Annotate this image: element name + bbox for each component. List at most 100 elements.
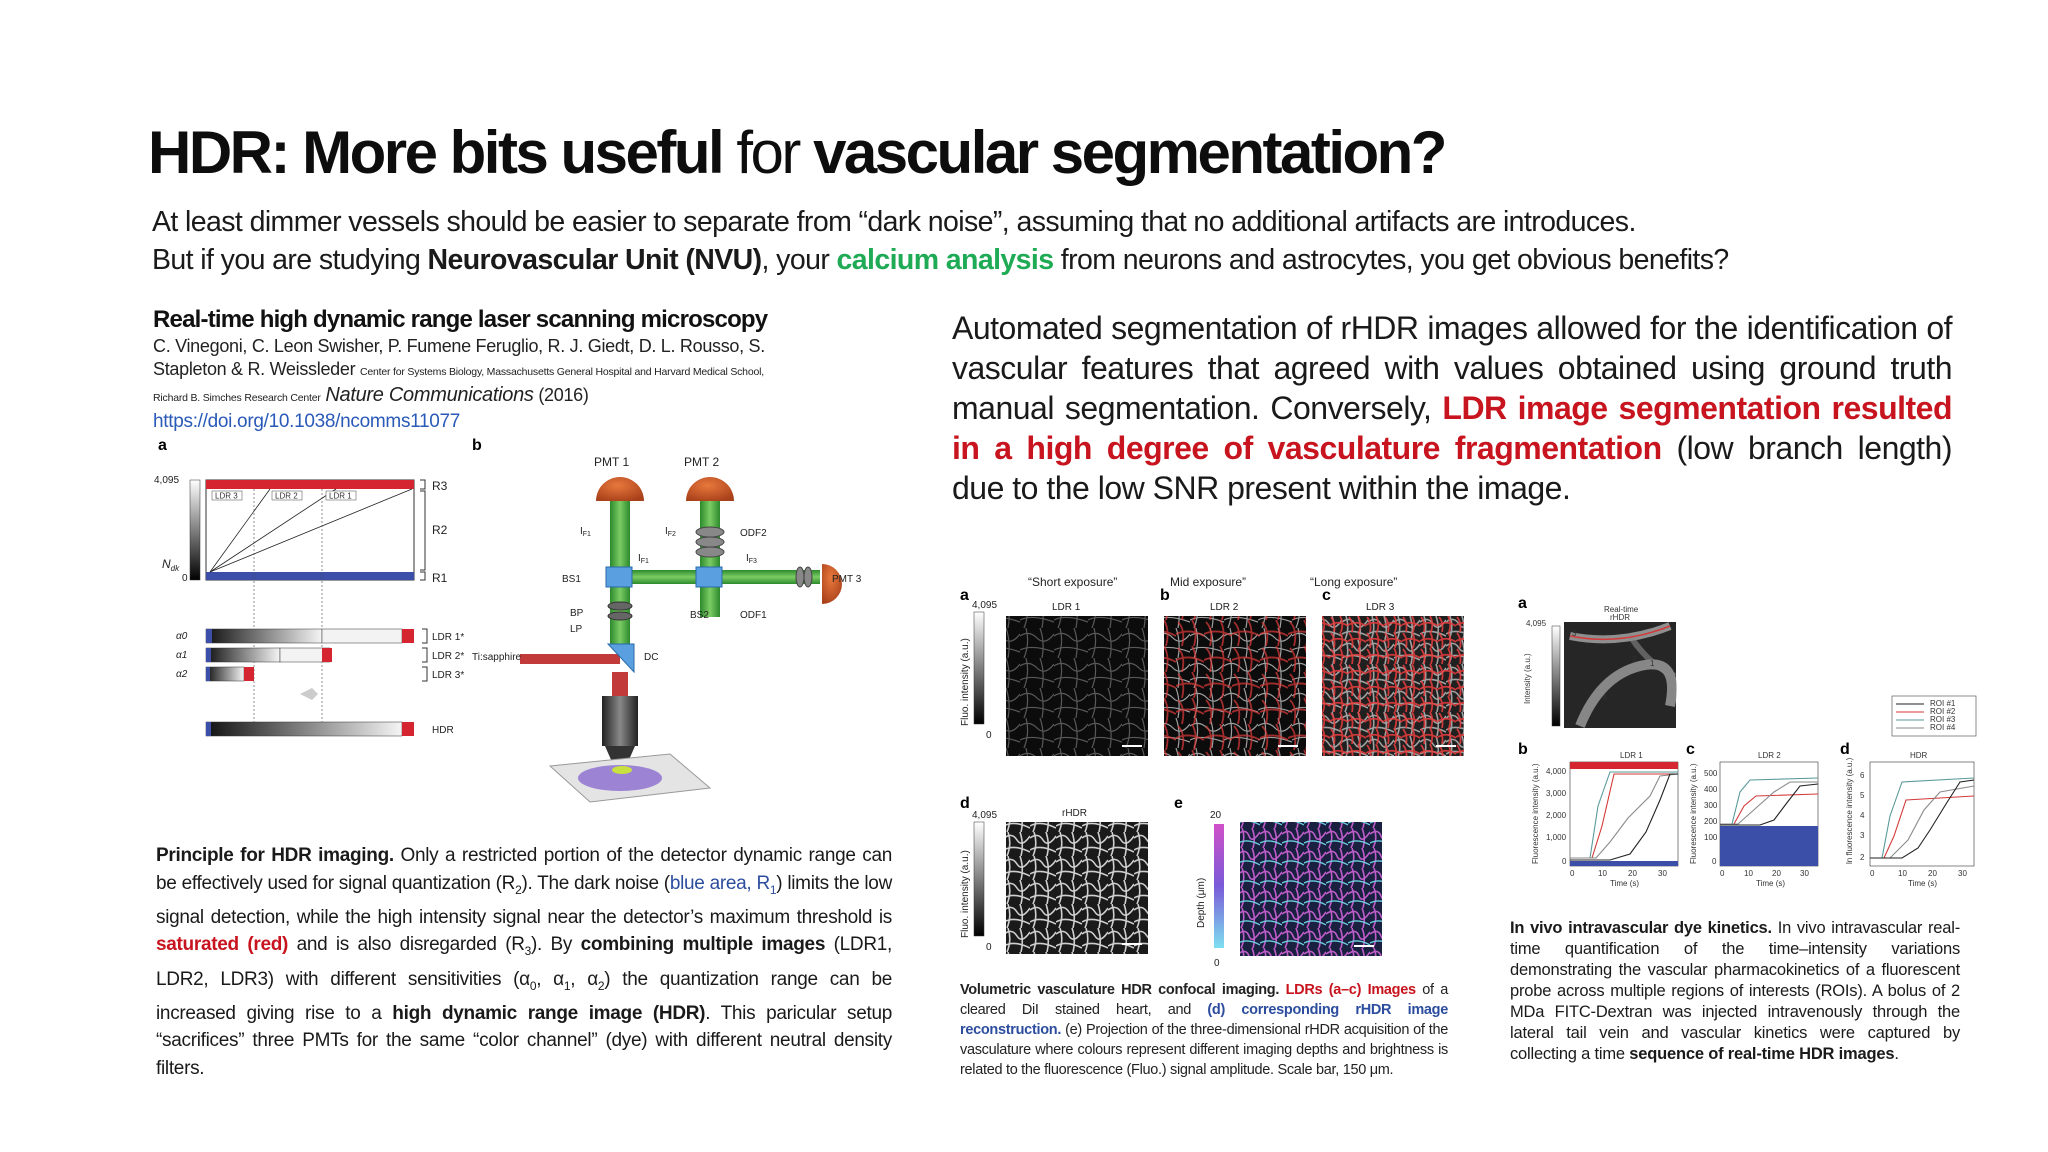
roi-legend: ROI #1 ROI #2 ROI #3 ROI #4 bbox=[1891, 695, 1977, 737]
depth-min-label: 0 bbox=[1214, 958, 1220, 969]
c-ytick: 200 bbox=[1704, 817, 1718, 826]
reference-doi-link[interactable]: https://doi.org/10.1038/ncomms11077 bbox=[153, 411, 461, 432]
quote-text-2: (low branch length) due to the low SNR p… bbox=[952, 430, 1953, 506]
caption-text: , α bbox=[536, 968, 564, 990]
title-part-2: for bbox=[722, 119, 814, 186]
fluo-scale-bottom bbox=[973, 821, 985, 937]
reference-journal-line: Richard B. Simches Research Center Natur… bbox=[153, 384, 883, 410]
caption-sub: 1 bbox=[563, 978, 571, 993]
subtitle-line-1: At least dimmer vessels should be easier… bbox=[152, 206, 1636, 238]
subtitle-line-2: But if you are studying Neurovascular Un… bbox=[152, 241, 1729, 279]
dc-mirror bbox=[606, 643, 635, 674]
ldr1-kinetics-chart: LDR 1 4,000 3,000 2,000 1,000 0 0 10 20 … bbox=[1531, 751, 1679, 888]
panel-a-letter: a bbox=[960, 587, 969, 604]
pmt2-detector bbox=[686, 477, 734, 501]
reference-journal: Nature Communications bbox=[325, 384, 534, 406]
depth-projection-image bbox=[1240, 822, 1382, 956]
ldr1-label: LDR 1 bbox=[329, 492, 352, 501]
d-xtick: 20 bbox=[1928, 869, 1937, 878]
scale-max-label: 4,095 bbox=[154, 475, 179, 486]
caption-text: In vivo intravascular real-time quantifi… bbox=[1510, 919, 1960, 1063]
hdr-bar-label: HDR bbox=[432, 725, 454, 736]
d-xlabel: Time (s) bbox=[1908, 879, 1937, 888]
saturation-band bbox=[206, 480, 414, 489]
ldr1-bar bbox=[205, 628, 323, 644]
alpha1-label: α1 bbox=[176, 650, 187, 661]
fluo-zero-top: 0 bbox=[986, 730, 992, 741]
pmt3-detector bbox=[822, 564, 842, 604]
ldr1-image bbox=[1006, 616, 1148, 756]
c-xlabel: Time (s) bbox=[1756, 879, 1785, 888]
ldr2-image bbox=[1164, 616, 1306, 756]
hdr-kinetics-chart: HDR 6 5 4 3 2 0 10 20 30 Time (s) ln flu… bbox=[1845, 751, 1975, 888]
scale-zero-label: 0 bbox=[182, 573, 188, 584]
roi-2-number: 2 bbox=[1632, 655, 1637, 664]
d-ytick: 2 bbox=[1860, 853, 1865, 862]
panel-a-letter: a bbox=[158, 437, 167, 454]
rhdr-title: rHDR bbox=[1062, 808, 1087, 819]
fluo-ylabel-bottom: Fluo. intensity (a.u.) bbox=[960, 850, 971, 938]
dye-kinetics-caption: In vivo intravascular dye kinetics. In v… bbox=[1510, 918, 1960, 1065]
caption-text: . This paricular setup “sacrifices” thre… bbox=[156, 1002, 892, 1079]
ndk-label: Ndk bbox=[162, 557, 180, 573]
d-xtick: 10 bbox=[1898, 869, 1907, 878]
b-xlabel: Time (s) bbox=[1610, 879, 1639, 888]
odf1-label: ODF1 bbox=[740, 610, 767, 621]
subtitle-nvu: Neurovascular Unit (NVU) bbox=[427, 244, 763, 276]
r1-label: R1 bbox=[432, 571, 448, 585]
depth-max-label: 20 bbox=[1210, 810, 1222, 821]
dye-kinetics-figure: a Real-time rHDR 4,095 Intensity (a.u.) … bbox=[1518, 596, 1977, 888]
reference-authors-2: Stapleton & R. Weissleder Center for Sys… bbox=[153, 358, 883, 384]
if1-label-a: IF1 bbox=[580, 526, 591, 538]
caption-text: (LDR1, LDR2, LDR3) with different sensit… bbox=[156, 934, 892, 990]
rhdr-image bbox=[1006, 822, 1148, 954]
fluo-max-top: 4,095 bbox=[972, 600, 997, 611]
hdr-principle-figure: a b 4,095 0 Ndk LDR 3 LDR 2 LDR 1 R3 R2 … bbox=[154, 437, 862, 803]
title-part-3: vascular segmentation? bbox=[813, 119, 1447, 186]
d-ytick: 6 bbox=[1860, 771, 1865, 780]
pmt1-label: PMT 1 bbox=[594, 455, 629, 469]
b-xtick: 30 bbox=[1658, 869, 1667, 878]
intensity-ylabel: Intensity (a.u.) bbox=[1523, 653, 1532, 704]
roi-3-number: 1 bbox=[1650, 659, 1655, 668]
caption-sub: 2 bbox=[597, 978, 605, 993]
legend-roi-3: ROI #3 bbox=[1930, 715, 1956, 724]
d-ylabel: ln fluorescence intensity (a.u.) bbox=[1845, 757, 1854, 864]
pmt1-detector bbox=[596, 477, 644, 501]
b-ytick: 1,000 bbox=[1546, 833, 1567, 842]
c-xtick: 20 bbox=[1772, 869, 1781, 878]
hdr-bar bbox=[205, 721, 403, 737]
roi-4-number: 4 bbox=[1602, 693, 1607, 702]
realtime-label: Real-time bbox=[1604, 605, 1639, 614]
reference-affiliation-2: Richard B. Simches Research Center bbox=[153, 392, 321, 404]
caption-blue: (d) corresponding rHDR image reconstruct… bbox=[960, 1002, 1449, 1038]
slide-subtitle: At least dimmer vessels should be easier… bbox=[152, 203, 1729, 279]
ldr2-title: LDR 2 bbox=[1210, 602, 1239, 613]
gray-scale-bar bbox=[189, 479, 201, 581]
ldr3-image bbox=[1322, 616, 1464, 756]
if1-label-b: IF1 bbox=[638, 553, 649, 565]
short-exposure-label: “Short exposure” bbox=[1028, 575, 1117, 589]
bp-label: BP bbox=[570, 608, 584, 619]
c-xtick: 10 bbox=[1744, 869, 1753, 878]
caption-bold: In vivo intravascular dye kinetics. bbox=[1510, 919, 1772, 937]
c-xtick: 30 bbox=[1800, 869, 1809, 878]
hdr-principle-caption: Principle for HDR imaging. Only a restri… bbox=[156, 842, 892, 1082]
ldr3-label: LDR 3 bbox=[215, 492, 238, 501]
caption-red: saturated (red) bbox=[156, 934, 289, 956]
c-xtick: 0 bbox=[1720, 869, 1725, 878]
reference-block: Real-time high dynamic range laser scann… bbox=[153, 308, 883, 433]
alpha2-label: α2 bbox=[176, 669, 188, 680]
reference-year: (2016) bbox=[533, 385, 589, 405]
caption-bold: Volumetric vasculature HDR confocal imag… bbox=[960, 982, 1280, 998]
caption-text: of a cleared DiI stained heart, and bbox=[960, 982, 1449, 1018]
b-ylabel: Fluorescence intensity (a.u.) bbox=[1531, 763, 1540, 864]
caption-sub: 1 bbox=[769, 882, 777, 897]
panel-e-letter: e bbox=[1174, 795, 1183, 812]
ldr1-star-label: LDR 1* bbox=[432, 632, 464, 643]
caption-text: and is also disregarded (R bbox=[288, 934, 525, 956]
dc-label: DC bbox=[644, 652, 658, 663]
caption-bold: combining multiple images bbox=[580, 934, 826, 956]
depth-ylabel: Depth (μm) bbox=[1196, 878, 1207, 928]
subtitle-text: from neurons and astrocytes, you get obv… bbox=[1053, 244, 1729, 276]
